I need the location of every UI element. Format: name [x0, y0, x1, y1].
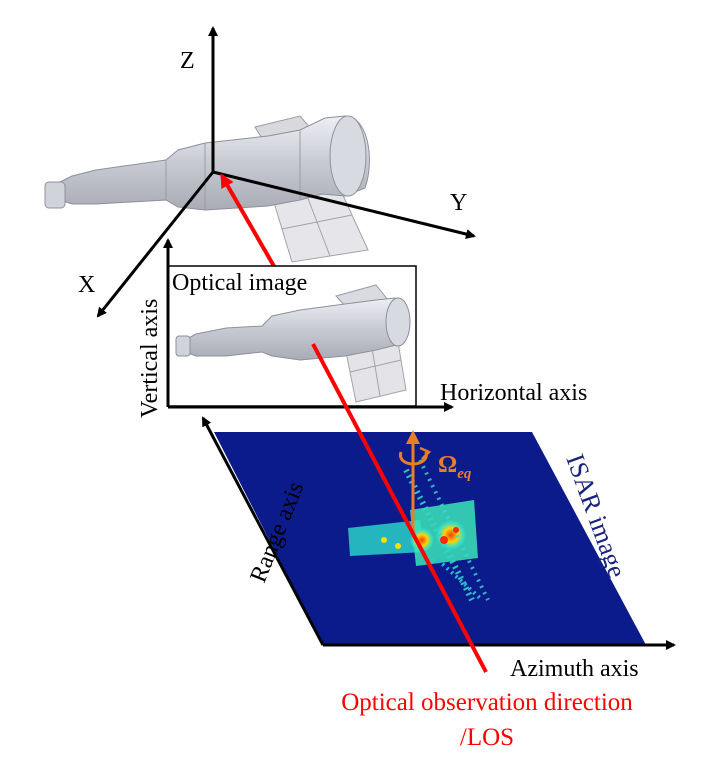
azimuth-axis-label: Azimuth axis: [510, 656, 639, 682]
range-axis: [201, 416, 325, 646]
los-caption-line1: Optical observation direction: [341, 689, 633, 716]
y-axis-label: Y: [450, 190, 467, 216]
x-axis-label: X: [78, 272, 95, 298]
optical-image-title: Optical image: [172, 270, 307, 296]
rotation-indicator: Ωeq: [399, 430, 472, 538]
satellite-body: [59, 115, 370, 211]
vertical-axis-label: Vertical axis: [137, 299, 163, 418]
axes-3d: Z Y X: [78, 26, 476, 318]
x-axis: [96, 171, 215, 318]
optical-axes: Vertical axis Horizontal axis: [137, 238, 587, 418]
satellite-3d: [44, 115, 370, 263]
rotation-label: Ωeq: [438, 452, 472, 482]
y-axis: [212, 170, 476, 239]
horizontal-axis-label: Horizontal axis: [440, 380, 587, 406]
los-main-line: [311, 343, 488, 673]
z-axis-label: Z: [180, 48, 195, 74]
optical-satellite: [175, 284, 411, 403]
los-upper-arrow: [220, 173, 277, 269]
isar-scatterers: [348, 459, 490, 602]
los-caption: Optical observation direction /LOS: [341, 689, 633, 751]
optical-image-panel: Optical image: [167, 265, 417, 407]
los-caption-line2: /LOS: [460, 724, 514, 751]
